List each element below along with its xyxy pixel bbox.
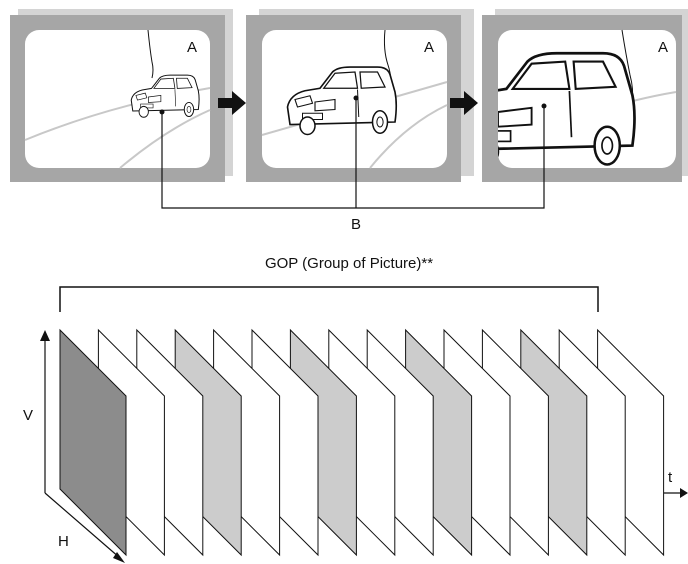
time-axis-arrowhead (680, 488, 688, 498)
h-axis-arrowhead (113, 552, 125, 563)
frame-corner-label-1: A (187, 39, 197, 56)
axis-label-t: t (668, 469, 673, 486)
connector-label-b: B (351, 216, 361, 233)
right-arrow-icon (218, 91, 246, 115)
axis-label-h: H (58, 533, 69, 550)
gop-bracket (59, 286, 599, 312)
video-frame-3: A (482, 9, 688, 182)
frame-corner-label-3: A (658, 39, 668, 56)
gop-frame-stack (59, 328, 665, 557)
v-axis-arrowhead (40, 330, 50, 341)
b-connector (159, 95, 547, 209)
video-frame-2: A (246, 9, 474, 182)
h-axis-line (44, 492, 121, 559)
antenna-line (147, 29, 154, 79)
gop-frame-1 (59, 328, 127, 557)
axis-label-v: V (23, 407, 33, 424)
gop-title: GOP (Group of Picture)** (265, 255, 433, 272)
video-frame-1: A (10, 9, 233, 182)
right-arrow-icon (450, 91, 478, 115)
frame-corner-label-2: A (424, 39, 434, 56)
